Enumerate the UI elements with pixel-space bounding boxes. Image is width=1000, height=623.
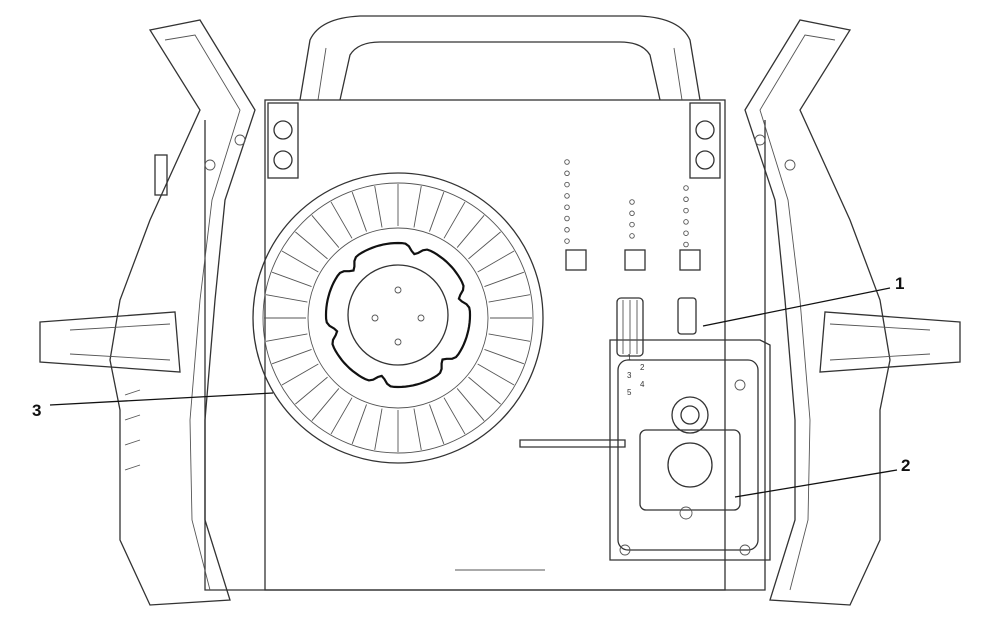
spool-spoke <box>281 250 319 273</box>
button-2[interactable] <box>624 249 646 271</box>
spool-spoke <box>281 363 319 386</box>
spool-spoke <box>351 404 367 445</box>
top-handle <box>299 15 701 101</box>
scale-3: 3 <box>627 371 632 380</box>
callout-3-leader <box>49 392 274 406</box>
spool-spoke <box>477 363 515 386</box>
indicator-led <box>629 233 635 239</box>
indicator-led <box>683 219 689 225</box>
spool-spoke <box>456 388 485 421</box>
spool-spoke <box>488 294 531 303</box>
indicator-led <box>629 210 635 217</box>
scale-2: 2 <box>640 363 645 372</box>
button-1[interactable] <box>565 249 587 271</box>
spool-spoke <box>271 271 312 287</box>
indicator-led <box>683 230 689 236</box>
scale-5: 5 <box>627 388 632 397</box>
indicator-led <box>564 238 570 244</box>
main-body <box>204 99 766 591</box>
spool-spoke <box>351 191 367 232</box>
spool-spoke <box>429 404 445 445</box>
spool-spoke <box>311 215 340 248</box>
wire-spool <box>252 172 544 464</box>
right-side-frame <box>744 19 961 606</box>
spool-spoke <box>374 185 383 228</box>
callout-1: 1 <box>895 274 904 293</box>
callout-1-leader <box>702 287 891 327</box>
spool-spoke <box>468 231 501 260</box>
indicator-led <box>564 193 570 199</box>
callout-2: 2 <box>901 456 910 475</box>
spool-spoke <box>456 215 485 248</box>
indicator-led <box>564 159 570 165</box>
spool-spoke <box>443 201 466 239</box>
callout-2-leader <box>734 469 898 498</box>
tension-knob[interactable] <box>677 297 697 335</box>
control-panel <box>564 159 689 248</box>
wire-feed-mechanism: 1 2 3 4 5 <box>519 297 771 561</box>
spool-spoke <box>488 333 531 342</box>
spool-spoke <box>311 388 340 421</box>
indicator-led <box>683 241 689 248</box>
spool-spoke <box>468 376 501 405</box>
spool-spoke <box>271 349 312 365</box>
spool-spoke <box>477 250 515 273</box>
spool-spoke <box>374 408 383 451</box>
spool-spoke <box>330 201 353 239</box>
indicator-led <box>629 199 635 205</box>
button-3[interactable] <box>679 249 701 271</box>
spool-spoke <box>265 333 308 342</box>
callout-3: 3 <box>32 401 41 420</box>
indicator-led <box>564 215 570 222</box>
spool-spoke <box>484 271 525 287</box>
indicator-led <box>564 181 570 188</box>
scale-4: 4 <box>640 380 645 389</box>
indicator-led <box>683 185 689 191</box>
indicator-led <box>564 204 570 210</box>
spool-spoke <box>484 349 525 365</box>
spool-spoke <box>413 185 422 228</box>
indicator-led <box>683 196 689 203</box>
left-side-frame <box>39 19 256 606</box>
scale-1: 1 <box>627 353 632 362</box>
spool-spoke <box>265 294 308 303</box>
spool-spoke <box>295 376 328 405</box>
spool-spoke <box>443 397 466 435</box>
indicator-led <box>564 227 570 233</box>
spool-spoke <box>295 231 328 260</box>
indicator-led <box>564 170 570 177</box>
indicator-led <box>629 221 635 228</box>
spool-spoke <box>413 408 422 451</box>
spool-spoke <box>330 397 353 435</box>
spool-spoke <box>429 191 445 232</box>
indicator-led <box>683 207 689 214</box>
top-connectors <box>267 102 721 179</box>
